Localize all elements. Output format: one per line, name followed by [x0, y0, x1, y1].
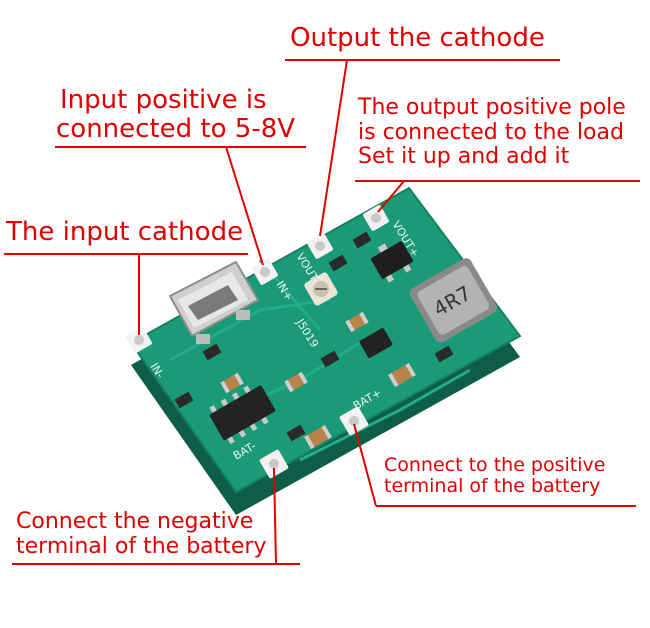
output-transistor: [371, 241, 413, 283]
trimmer-potentiometer: [304, 272, 338, 306]
leader-bat-positive: [353, 423, 377, 507]
label-output-positive-line3: Set it up and add it: [358, 144, 570, 170]
power-inductor: 4R7: [409, 258, 497, 343]
label-input-positive-line1: Input positive is: [60, 85, 267, 115]
label-bat-positive-line2: terminal of the battery: [384, 475, 601, 498]
leader-output-positive: [377, 180, 405, 213]
label-bat-negative: Connect the negative terminal of the bat…: [16, 509, 267, 559]
label-bat-positive: Connect to the positive terminal of the …: [384, 454, 606, 498]
micro-usb-connector: [168, 260, 260, 344]
label-output-positive: The output positive pole is connected to…: [358, 95, 626, 170]
label-input-positive-line2: connected to 5-8V: [56, 114, 296, 145]
pad-in-minus: [126, 327, 152, 353]
pad-bat-minus: [259, 449, 289, 479]
pad-vout-plus: [363, 205, 389, 231]
leader-output-cathode: [319, 59, 348, 237]
label-input-cathode-text: The input cathode: [6, 217, 244, 247]
label-output-positive-line1: The output positive pole: [358, 95, 626, 120]
label-bat-negative-line2: terminal of the battery: [16, 533, 267, 559]
pad-in-plus: [252, 259, 278, 285]
label-output-positive-line2: is connected to the load: [358, 119, 624, 145]
pad-bat-plus: [339, 406, 369, 436]
label-bat-negative-line1: Connect the negative: [16, 509, 254, 534]
leader-input-positive: [225, 146, 264, 266]
charger-ic: [209, 385, 276, 445]
label-bat-positive-line1: Connect to the positive: [384, 454, 606, 476]
boost-ic: [359, 328, 393, 358]
label-input-cathode: The input cathode: [6, 217, 244, 247]
label-output-cathode: Output the cathode: [290, 23, 545, 53]
leader-lines: [4, 59, 640, 565]
label-input-positive: Input positive is connected to 5-8V: [56, 85, 296, 145]
smd-components: [174, 231, 454, 450]
leader-bat-negative: [273, 467, 277, 565]
label-output-cathode-text: Output the cathode: [290, 23, 545, 53]
pad-vout-minus: [307, 233, 333, 259]
